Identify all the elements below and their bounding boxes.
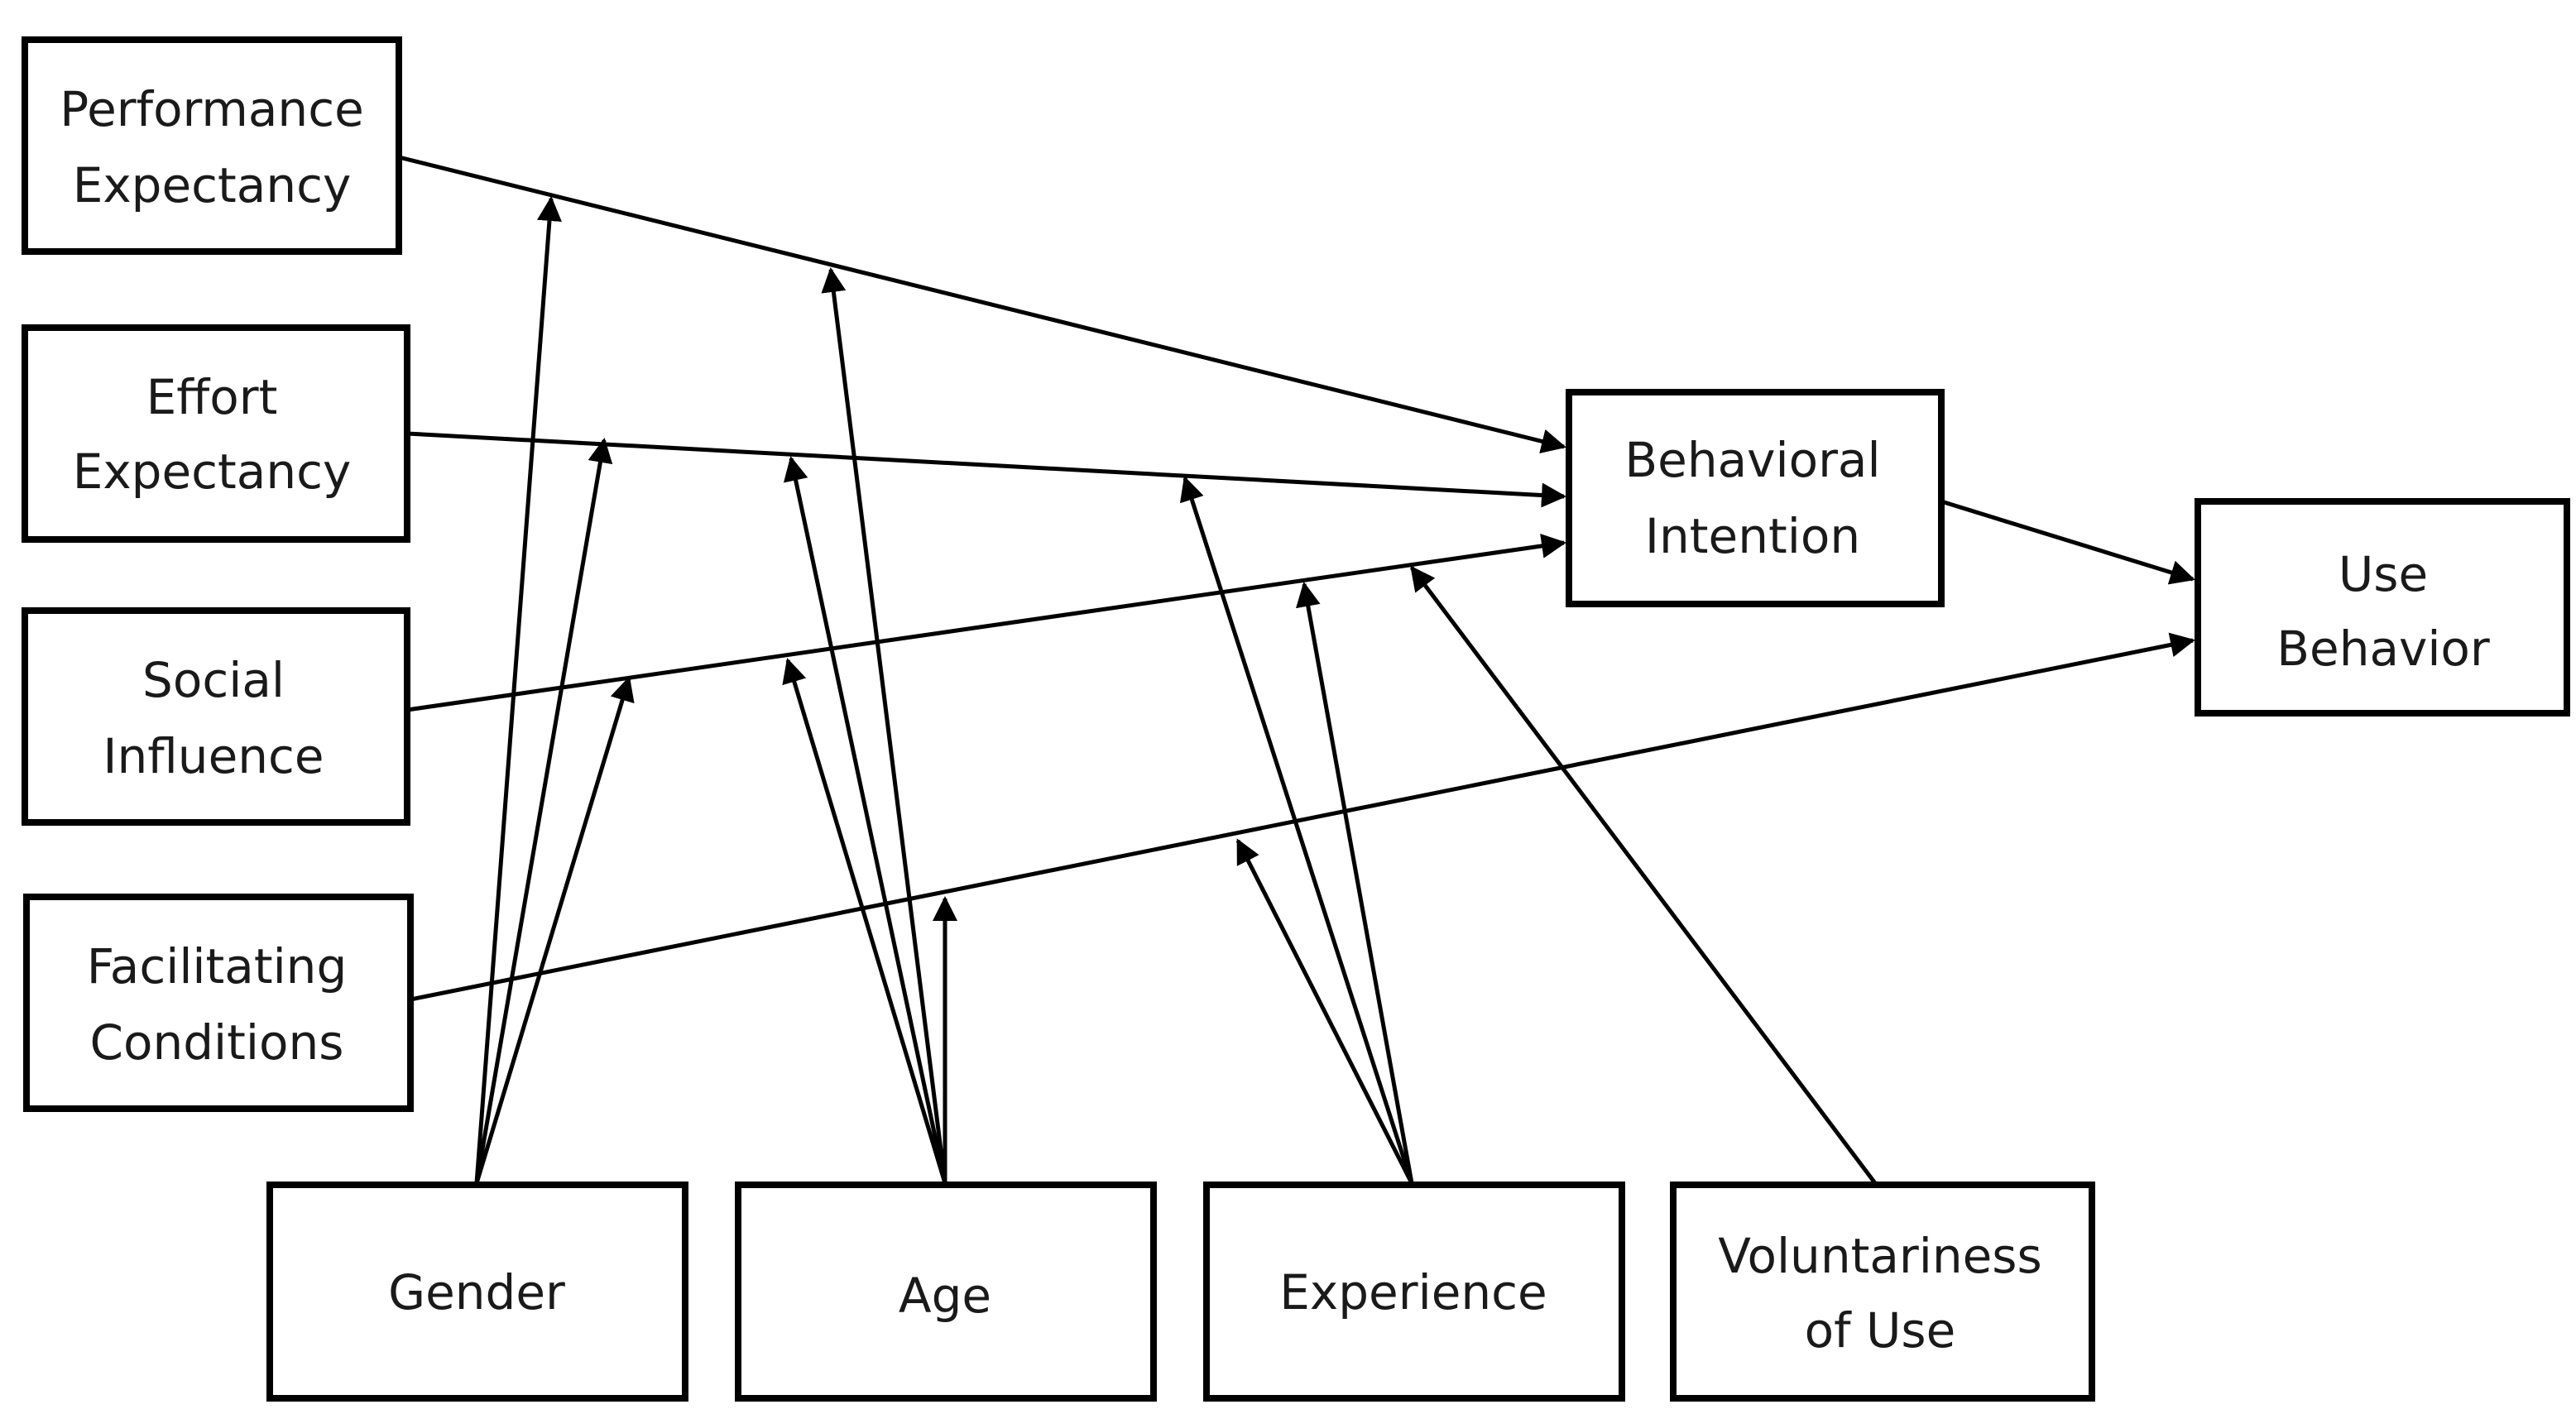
node-label: Experience <box>1279 1264 1547 1321</box>
node-label: Expectancy <box>73 157 352 213</box>
node-label: Use <box>2339 546 2428 602</box>
node-gender: Gender <box>266 1182 688 1402</box>
node-label: Social <box>142 652 285 708</box>
node-label: of Use <box>1805 1302 1956 1359</box>
node-facilitating-conditions: Facilitating Conditions <box>23 894 414 1112</box>
node-use-behavior: Use Behavior <box>2195 498 2570 717</box>
moderator-paths <box>474 196 1877 1185</box>
node-effort-expectancy: Effort Expectancy <box>22 324 410 543</box>
node-performance-expectancy: Performance Expectancy <box>22 36 402 255</box>
node-label: Behavior <box>2276 621 2490 677</box>
arrow-social-to-intention <box>406 534 1566 712</box>
node-label: Age <box>899 1268 991 1324</box>
node-experience: Experience <box>1203 1182 1625 1402</box>
arrow-age-moderates-performance <box>821 267 947 1184</box>
node-label: Facilitating <box>87 938 348 995</box>
node-age: Age <box>735 1182 1157 1402</box>
node-label: Conditions <box>90 1014 344 1071</box>
node-label: Intention <box>1645 508 1860 564</box>
node-label: Effort <box>146 369 278 425</box>
arrow-gender-moderates-social <box>474 676 635 1184</box>
node-label: Expectancy <box>73 443 352 500</box>
node-label: Behavioral <box>1624 432 1880 488</box>
arrow-age-moderates-effort <box>783 456 947 1184</box>
node-behavioral-intention: Behavioral Intention <box>1566 389 1945 607</box>
arrow-age-moderates-social <box>782 658 947 1184</box>
arrow-performance-to-intention <box>398 155 1566 454</box>
arrow-experience-moderates-effort <box>1179 476 1414 1184</box>
arrow-effort-to-intention <box>406 431 1566 508</box>
arrow-voluntariness-moderates-social <box>1410 565 1877 1185</box>
node-label: Influence <box>103 728 324 784</box>
arrow-intention-to-use <box>1940 499 2195 585</box>
arrow-facilitating-to-use <box>410 632 2195 1002</box>
arrow-experience-moderates-social <box>1296 582 1414 1184</box>
node-voluntariness-of-use: Voluntariness of Use <box>1670 1182 2095 1402</box>
node-label: Performance <box>60 81 364 137</box>
node-label: Gender <box>388 1264 565 1321</box>
arrow-gender-moderates-performance <box>474 196 562 1184</box>
arrow-gender-moderates-effort <box>474 438 613 1184</box>
arrow-experience-moderates-facilitating <box>1235 838 1414 1185</box>
node-label: Voluntariness <box>1718 1228 2041 1284</box>
node-social-influence: Social Influence <box>22 607 410 826</box>
